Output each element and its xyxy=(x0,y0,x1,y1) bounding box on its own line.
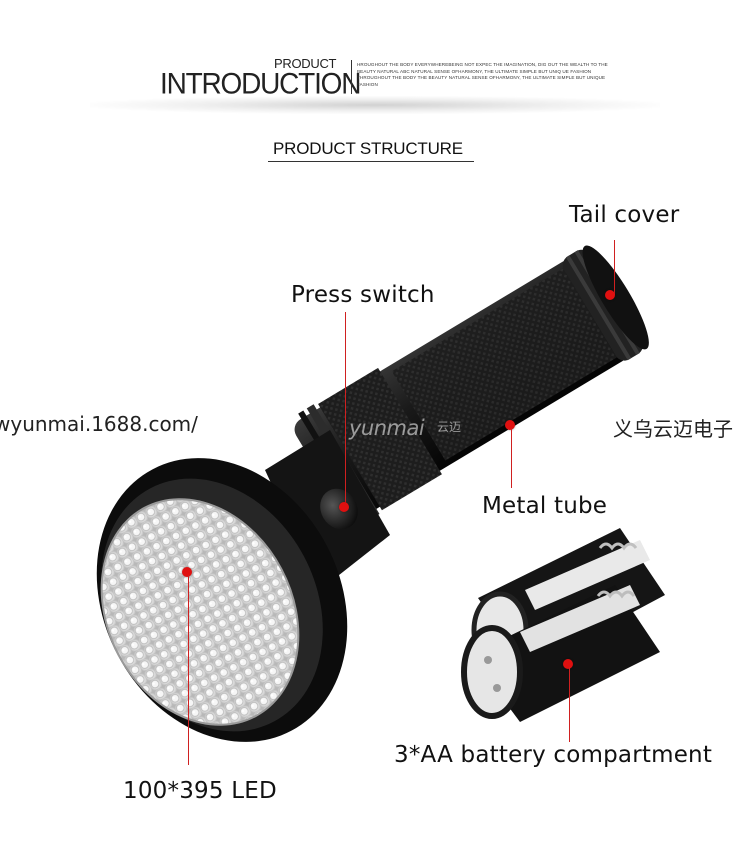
metal-tube-marker xyxy=(505,420,515,430)
battery-holder-front xyxy=(461,585,660,722)
header-divider xyxy=(351,60,352,94)
tail-cover-marker xyxy=(605,290,615,300)
led-label: 100*395 LED xyxy=(123,778,277,804)
metal-tube-line xyxy=(511,428,512,488)
header-blurb: HROUGHOUT THE BODY EVERYWHEREBEING NOT E… xyxy=(357,62,608,87)
led-line xyxy=(188,575,189,765)
section-underline xyxy=(268,161,474,162)
press-switch-line xyxy=(345,312,346,507)
led-marker xyxy=(182,567,192,577)
watermark-logo-cn: 云迈 xyxy=(437,420,462,434)
battery-marker xyxy=(563,659,573,669)
header-shadow xyxy=(90,96,660,114)
press-switch-marker xyxy=(339,502,349,512)
metal-tube-label: Metal tube xyxy=(482,493,608,519)
tail-cover-line xyxy=(614,240,615,295)
battery-line xyxy=(569,667,570,742)
header-product: PRODUCT xyxy=(274,56,337,71)
watermark-logo: yunmai xyxy=(349,416,425,440)
header-introduction: INTRODUCTION xyxy=(160,67,361,100)
press-switch-label: Press switch xyxy=(291,282,435,308)
watermark-cn-text: 义乌云迈电子 xyxy=(613,417,733,441)
section-title: PRODUCT STRUCTURE xyxy=(273,139,463,158)
flashlight-head xyxy=(96,458,348,742)
watermark-url: wyunmai.1688.com/ xyxy=(0,412,198,436)
tail-cover-label: Tail cover xyxy=(569,202,680,228)
battery-label: 3*AA battery compartment xyxy=(394,742,713,768)
